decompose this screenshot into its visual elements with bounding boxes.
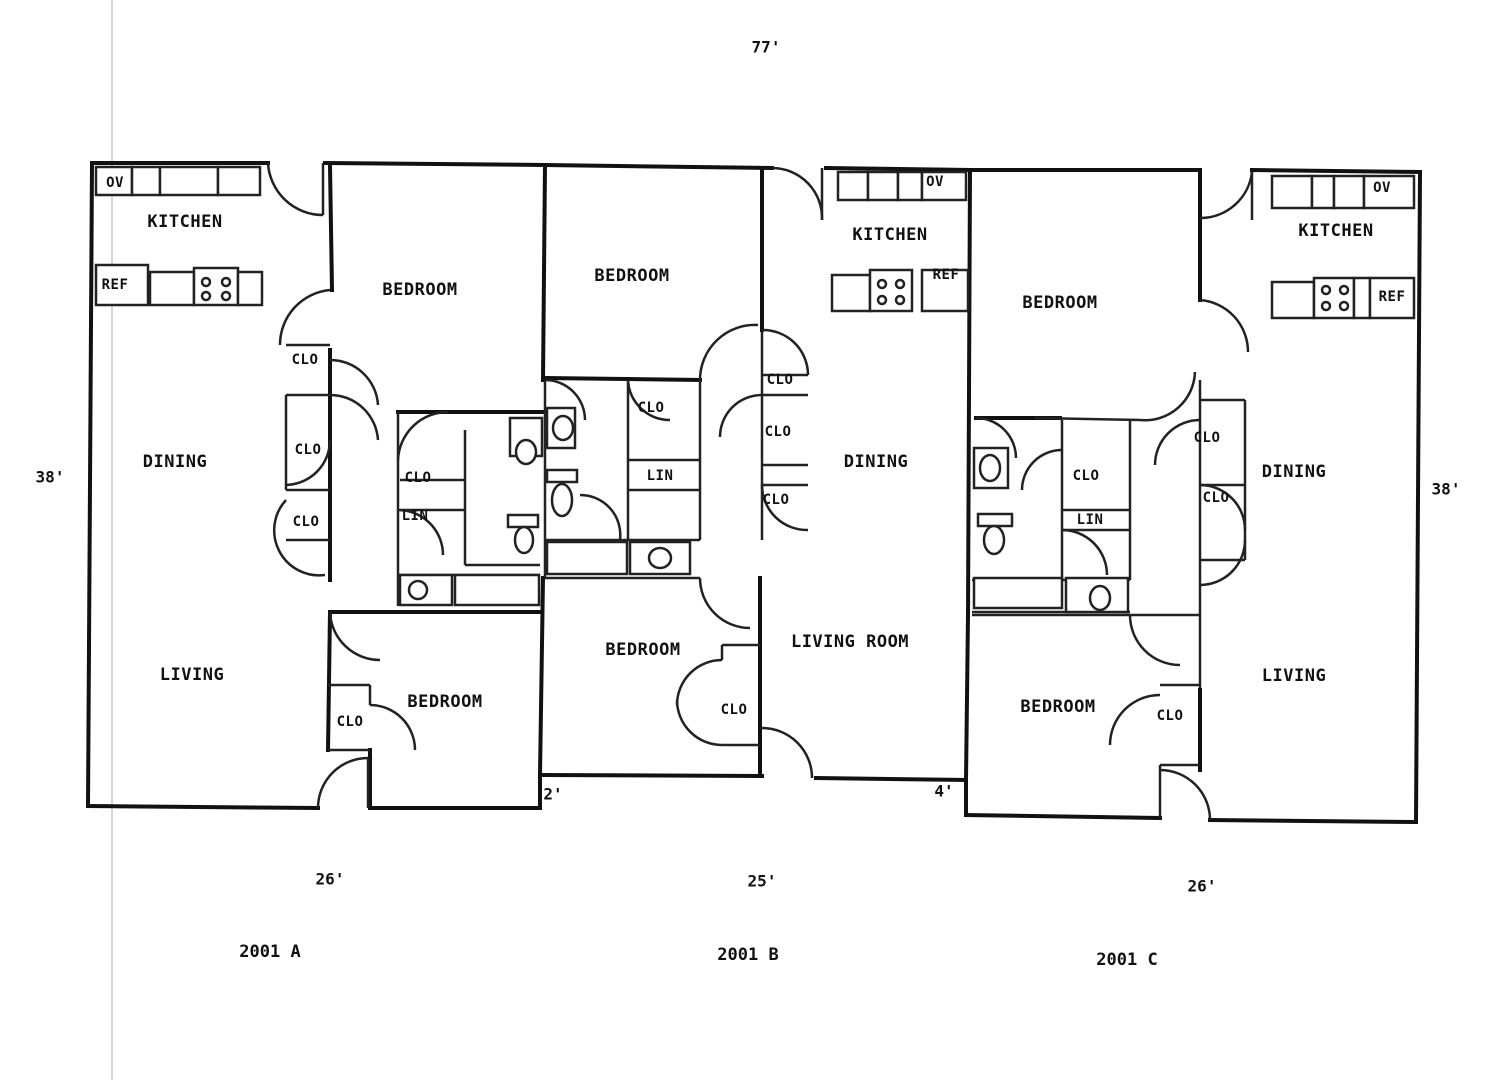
unit-a-living-label: LIVING	[160, 665, 224, 685]
unit-a-bedroom-1-label: BEDROOM	[382, 280, 457, 300]
unit-a-closet-4-label: CLO	[405, 470, 432, 486]
unit-c-closet-1-label: CLO	[1073, 468, 1100, 484]
unit-b-oven-label: OV	[926, 174, 944, 190]
unit-c-bedroom-2-label: BEDROOM	[1020, 697, 1095, 717]
overall-width-dimension: 77'	[752, 38, 781, 57]
unit-c-ref-label: REF	[1379, 289, 1406, 305]
unit-a-ref-label: REF	[102, 277, 129, 293]
unit-a-closet-5-label: CLO	[337, 714, 364, 730]
door-swings	[266, 162, 1254, 821]
unit-c-labels: KITCHEN OV REF DINING LIVING BEDROOM BED…	[1020, 180, 1406, 724]
dimension-labels: 77' 38' 38' 26' 25' 26' 2' 4'	[36, 38, 1461, 896]
unit-b-closet-1-label: CLO	[638, 400, 665, 416]
unit-a-width-dimension: 26'	[316, 870, 345, 889]
unit-c-closet-3-label: CLO	[1203, 490, 1230, 506]
unit-a-labels: KITCHEN OV REF DINING LIVING BEDROOM BED…	[102, 175, 482, 730]
unit-c-dining-label: DINING	[1262, 462, 1326, 482]
unit-b-closet-3-label: CLO	[765, 424, 792, 440]
unit-c-width-dimension: 26'	[1188, 877, 1217, 896]
unit-titles: 2001 A 2001 B 2001 C	[239, 942, 1157, 970]
left-depth-dimension: 38'	[36, 468, 65, 487]
unit-c-bedroom-1-label: BEDROOM	[1022, 293, 1097, 313]
offset-ab-dimension: 2'	[543, 785, 562, 804]
unit-c-living-label: LIVING	[1262, 666, 1326, 686]
unit-a-closet-3-label: CLO	[293, 514, 320, 530]
unit-a-closet-2-label: CLO	[295, 442, 322, 458]
offset-bc-dimension: 4'	[934, 782, 953, 801]
unit-c-linen-label: LIN	[1077, 512, 1104, 528]
unit-a-bedroom-2-label: BEDROOM	[407, 692, 482, 712]
unit-b-labels: KITCHEN OV REF DINING LIVING ROOM BEDROO…	[594, 174, 960, 718]
interior-walls	[94, 162, 1416, 818]
unit-c-closet-2-label: CLO	[1194, 430, 1221, 446]
unit-a-linen-label: LIN	[402, 508, 429, 524]
unit-b-width-dimension: 25'	[748, 872, 777, 891]
unit-c-closet-4-label: CLO	[1157, 708, 1184, 724]
unit-a-title: 2001 A	[239, 942, 300, 962]
unit-b-closet-4-label: CLO	[763, 492, 790, 508]
unit-a-closet-1-label: CLO	[292, 352, 319, 368]
unit-b-title: 2001 B	[717, 945, 778, 965]
unit-b-kitchen-label: KITCHEN	[852, 225, 927, 245]
unit-c-oven-label: OV	[1373, 180, 1391, 196]
unit-b-ref-label: REF	[933, 267, 960, 283]
unit-a-kitchen-label: KITCHEN	[147, 212, 222, 232]
unit-b-closet-2-label: CLO	[767, 372, 794, 388]
unit-b-living-label: LIVING ROOM	[791, 632, 909, 652]
unit-a-dining-label: DINING	[143, 452, 207, 472]
unit-b-closet-5-label: CLO	[721, 702, 748, 718]
unit-b-bedroom-1-label: BEDROOM	[594, 266, 669, 286]
unit-c-title: 2001 C	[1096, 950, 1157, 970]
right-depth-dimension: 38'	[1432, 480, 1461, 499]
exterior-walls	[85, 160, 1423, 825]
unit-a-oven-label: OV	[106, 175, 124, 191]
unit-c-kitchen-label: KITCHEN	[1298, 221, 1373, 241]
unit-b-dining-label: DINING	[844, 452, 908, 472]
unit-b-bedroom-2-label: BEDROOM	[605, 640, 680, 660]
unit-b-linen-label: LIN	[647, 468, 674, 484]
